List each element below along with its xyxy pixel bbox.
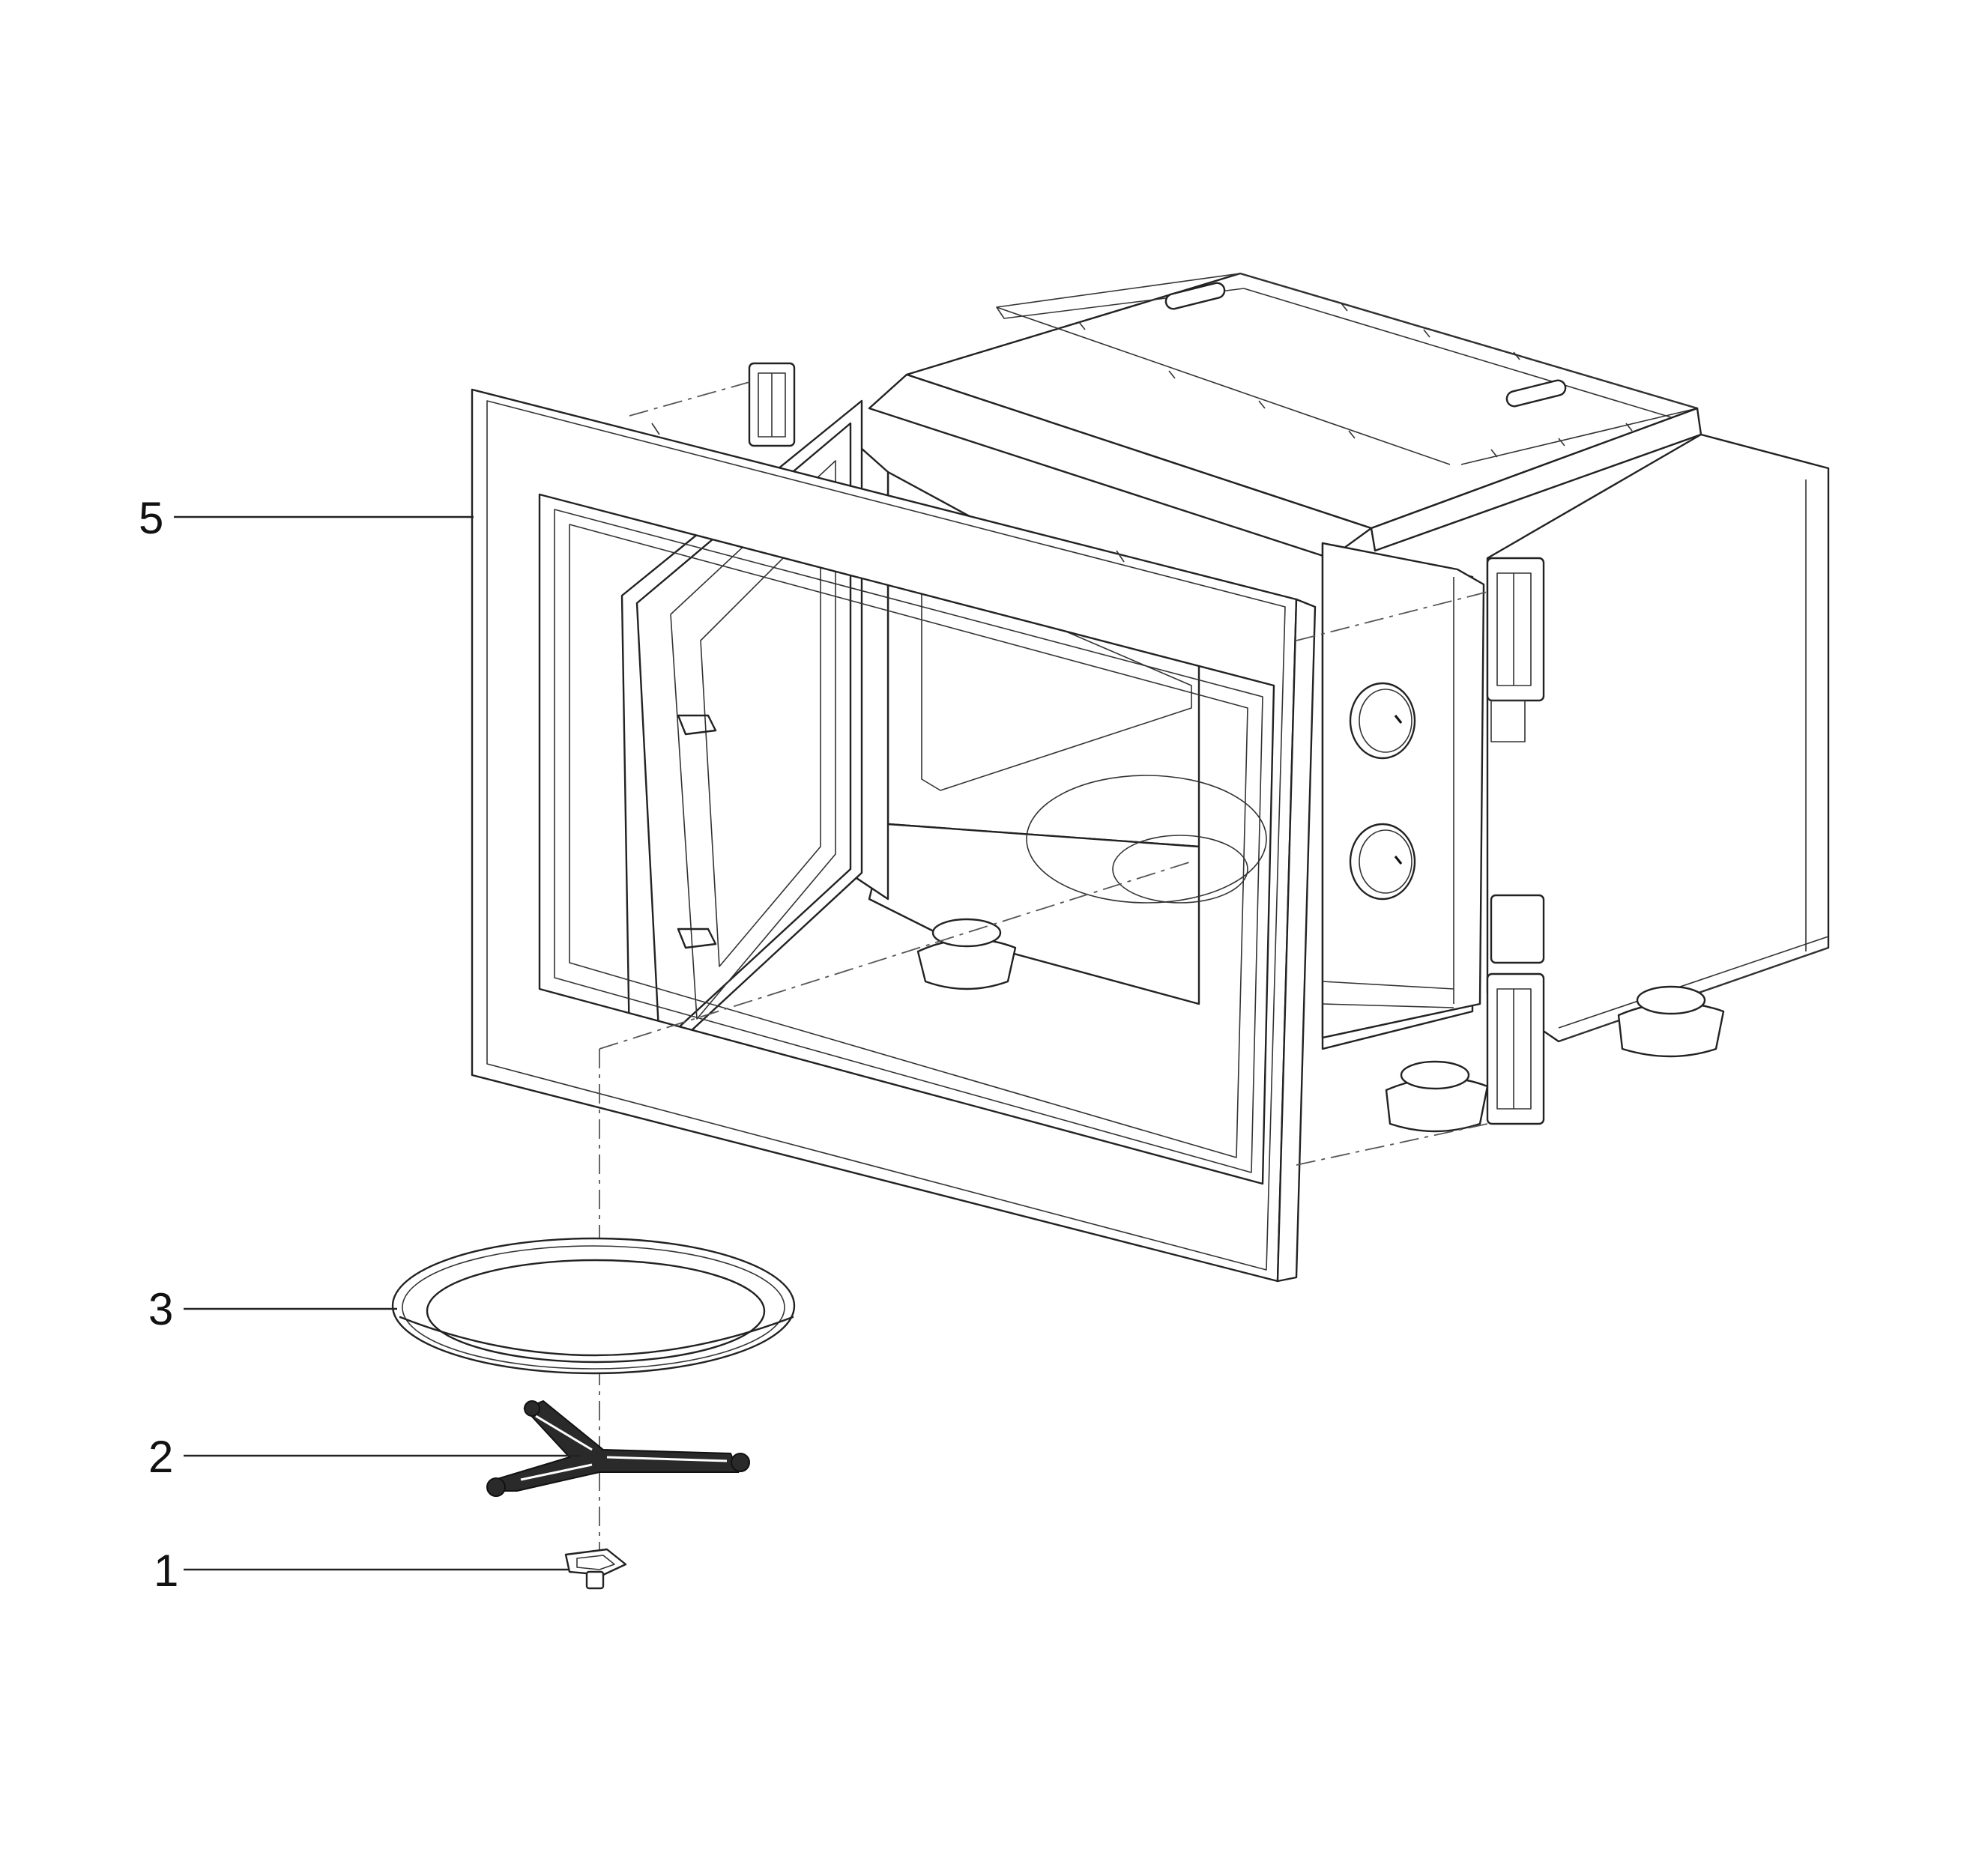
power-knob: [1349, 823, 1416, 901]
roller-support: [486, 1400, 750, 1497]
control-panel: [1321, 542, 1485, 1050]
bracket-top-left: [748, 362, 796, 447]
callout-number-5: 5: [139, 493, 163, 543]
callout-2: 2: [148, 1432, 581, 1482]
microwave-body: [868, 272, 1830, 1043]
trim-frame: [471, 388, 1317, 1283]
turntable-coupler: [564, 1548, 627, 1590]
foot-front-left: [916, 918, 1017, 990]
callout-1: 1: [154, 1546, 569, 1596]
callout-3: 3: [148, 1284, 397, 1334]
feet: [916, 918, 1725, 1133]
callout-number-2: 2: [148, 1432, 173, 1482]
callout-number-3: 3: [148, 1284, 173, 1334]
foot-front-right: [1385, 1060, 1489, 1133]
foot-back-right: [1617, 985, 1725, 1058]
timer-knob: [1349, 682, 1416, 760]
bracket-right-bottom: [1486, 894, 1545, 1125]
callout-number-1: 1: [154, 1546, 178, 1596]
bracket-right-top: [1486, 557, 1545, 742]
callout-5: 5: [139, 493, 474, 543]
turntable-ring: [391, 1237, 796, 1375]
mounting-brackets: [748, 362, 1545, 1125]
